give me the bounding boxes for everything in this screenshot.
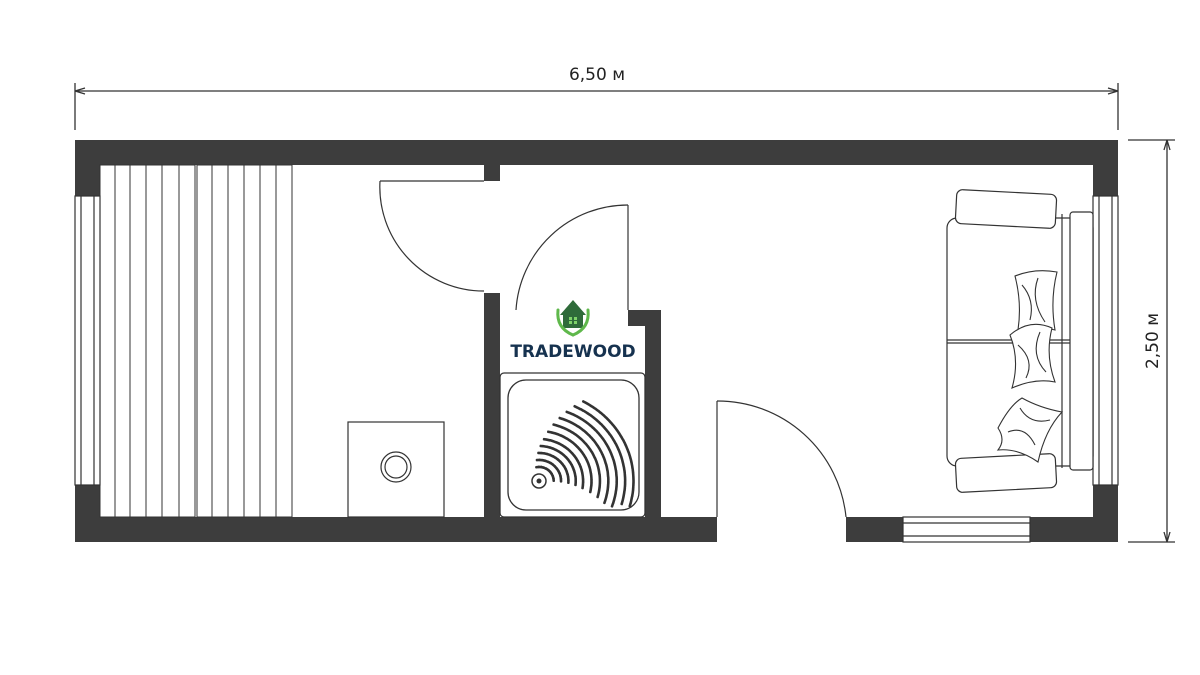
height-dimension-label: 2,50 м xyxy=(1143,313,1163,369)
drain-slot xyxy=(574,481,578,487)
pillow-3 xyxy=(996,397,1064,463)
window-left xyxy=(74,195,101,486)
window-bottom xyxy=(902,516,1031,543)
shower-tray xyxy=(499,372,646,518)
width-dimension-label: 6,50 м xyxy=(569,65,625,85)
drain-slot xyxy=(628,502,632,508)
drain-slot xyxy=(567,479,570,485)
door-sauna xyxy=(379,180,485,292)
drain-slot xyxy=(559,477,563,483)
partition-cap xyxy=(628,310,661,326)
pillow-2 xyxy=(1009,323,1056,389)
left-wall-top xyxy=(75,140,100,196)
drain-slot xyxy=(596,493,600,499)
door-shower xyxy=(515,204,629,311)
drain-slot xyxy=(603,499,607,505)
bottom-wall-mid xyxy=(846,517,903,542)
shower-drain-pattern xyxy=(531,400,635,508)
width-dimension xyxy=(74,83,1119,130)
window-right xyxy=(1092,195,1119,486)
drain-slot xyxy=(552,477,556,483)
partition-stub-top xyxy=(484,165,500,181)
door-entrance xyxy=(716,400,847,518)
sauna-stove xyxy=(347,421,445,518)
drain-slot xyxy=(620,500,624,506)
sofa xyxy=(946,189,1094,493)
partition-left xyxy=(484,293,500,517)
hands-icon xyxy=(556,308,590,337)
top-wall xyxy=(75,140,1118,165)
drain-slot xyxy=(588,488,593,494)
house-icon xyxy=(560,300,586,328)
drain-slot xyxy=(581,484,585,490)
sauna-bench xyxy=(99,164,293,518)
pillows xyxy=(996,270,1064,463)
bottom-wall-left xyxy=(75,517,717,542)
walls xyxy=(75,140,1118,542)
partition-right xyxy=(645,310,661,517)
height-dimension xyxy=(1128,139,1175,543)
tradewood-logo: TRADEWOOD xyxy=(510,300,636,362)
bottom-wall-right xyxy=(1030,517,1118,542)
right-wall-top xyxy=(1093,140,1118,196)
drain-slot xyxy=(610,502,615,508)
logo-text: TRADEWOOD xyxy=(510,342,635,362)
